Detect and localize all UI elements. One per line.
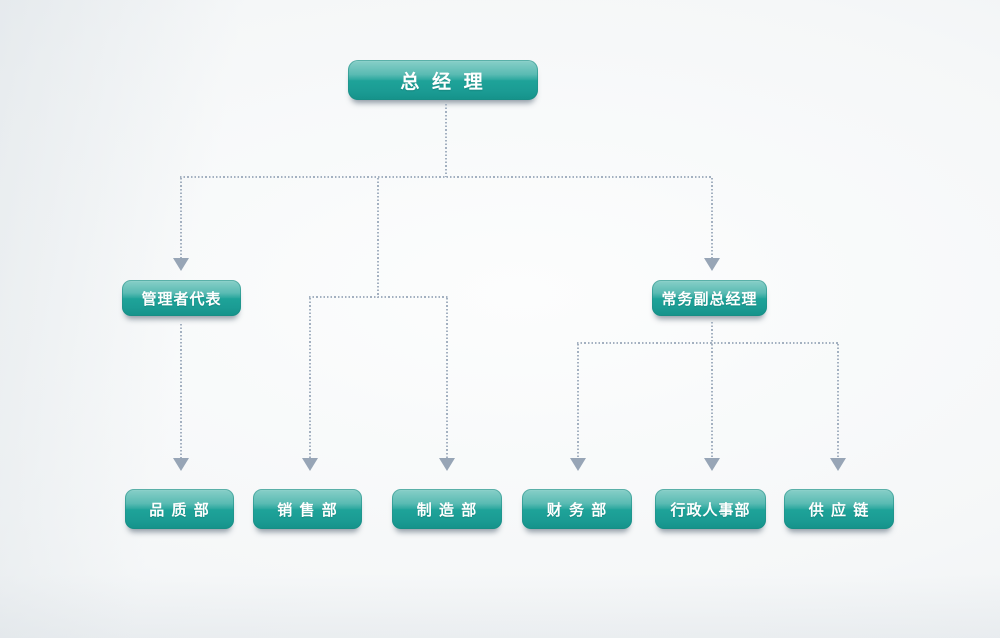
node-manufacturing-dept: 制 造 部 — [392, 489, 502, 529]
connector-dgm-trunk — [711, 322, 713, 344]
connector-drop-finance-dept — [577, 344, 579, 458]
arrowhead-down-management-representative — [173, 258, 189, 271]
connector-main-horizontal — [180, 176, 713, 178]
node-supply-chain: 供 应 链 — [784, 489, 894, 529]
connector-drop-deputy-general-manager — [711, 178, 713, 258]
connector-mid-trunk — [377, 178, 379, 298]
arrowhead-down-sales-dept — [302, 458, 318, 471]
node-sales-dept: 销 售 部 — [253, 489, 362, 529]
arrowhead-down-supply-chain — [830, 458, 846, 471]
connector-mid-horizontal — [309, 296, 448, 298]
connector-gm-trunk — [445, 104, 447, 177]
node-admin-hr-dept: 行政人事部 — [655, 489, 766, 529]
node-deputy-general-manager: 常务副总经理 — [652, 280, 767, 316]
connector-right-horizontal — [577, 342, 839, 344]
connector-drop-supply-chain — [837, 344, 839, 458]
arrowhead-down-deputy-general-manager — [704, 258, 720, 271]
arrowhead-down-quality-dept — [173, 458, 189, 471]
node-general-manager: 总 经 理 — [348, 60, 538, 100]
connector-drop-quality-dept — [180, 324, 182, 458]
node-management-representative: 管理者代表 — [122, 280, 241, 316]
connector-drop-sales-dept — [309, 298, 311, 458]
node-finance-dept: 财 务 部 — [522, 489, 632, 529]
connector-drop-management-representative — [180, 178, 182, 258]
arrowhead-down-admin-hr-dept — [704, 458, 720, 471]
connector-drop-admin-hr-dept — [711, 344, 713, 458]
arrowhead-down-finance-dept — [570, 458, 586, 471]
arrowhead-down-manufacturing-dept — [439, 458, 455, 471]
connector-drop-manufacturing-dept — [446, 298, 448, 458]
node-quality-dept: 品 质 部 — [125, 489, 234, 529]
